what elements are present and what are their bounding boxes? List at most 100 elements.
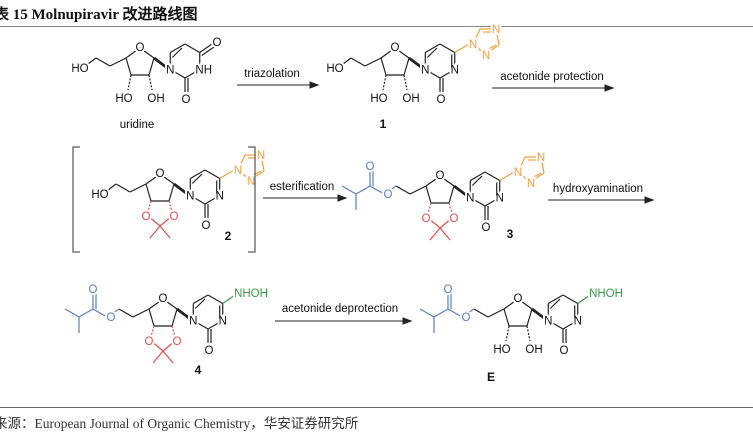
carbonyl-oxygen: O [213,37,222,49]
hydroxyl: OH [525,344,542,356]
ring-nitrogen: N [189,316,197,328]
ester-oxygen: O [384,189,393,201]
bond [429,227,441,241]
bond [159,214,174,227]
bond [127,74,132,91]
source-note: 来源：European Journal of Organic Chemistry… [0,416,359,431]
bond [517,171,531,183]
bond [439,68,456,79]
carbonyl-oxygen: O [202,220,211,232]
bond [162,298,178,310]
bond [153,56,171,72]
reagent-acetonide-deprotection: acetonide deprotection [282,303,398,315]
bond [409,185,427,195]
ring-nh: NH [195,65,212,77]
bond [139,47,155,59]
bond [425,185,432,204]
arrow-head [644,196,655,204]
bond [95,57,111,67]
compound-label-4: 4 [195,363,202,377]
bond [484,44,500,55]
hydroxyl: HO [91,189,108,201]
bond [503,298,519,310]
bond [342,57,352,65]
ring-oxygen: O [159,293,168,305]
bond [540,156,545,174]
reagent-triazolation: triazolation [244,68,300,80]
hydroxyl: OH [147,93,164,105]
bond [149,225,161,239]
hydroxyl: HO [370,93,387,105]
triazole-nitrogen: N [527,178,535,190]
bond [395,185,411,195]
bond [403,74,408,91]
compound-label-1: 1 [380,117,387,131]
compound-label-E: E [487,370,495,384]
bond [419,308,435,318]
triazole-nitrogen: N [257,150,265,162]
ring-oxygen: O [156,168,165,180]
hydroxyl: HO [115,93,132,105]
bond [408,56,426,72]
bond [92,308,108,318]
triazole-nitrogen: N [247,176,255,188]
carbonyl-oxygen: O [89,284,98,296]
compound-label-uridine: uridine [120,119,155,131]
bond [469,171,486,182]
bond [171,47,183,58]
compound-label-3: 3 [507,227,514,241]
bond [146,200,152,216]
bond [472,28,481,45]
bond [517,298,533,310]
bond [106,308,120,318]
acetonide-oxygen: O [145,336,154,348]
bond [176,307,194,323]
bond [132,308,150,318]
bond [526,325,531,342]
bond [149,325,155,341]
bond [152,350,164,364]
bond [473,308,489,318]
ring-nitrogen: N [466,193,474,205]
bond [146,214,161,227]
carbonyl-oxygen: O [366,161,375,173]
bond [222,294,236,304]
bond [78,308,94,318]
bond [184,43,201,54]
bond [341,185,357,195]
bond [472,43,486,55]
bond [484,171,501,182]
bond [125,57,132,76]
ring-nitrogen: N [166,65,174,77]
ring-oxygen: O [514,293,523,305]
bond [194,298,206,309]
bond [484,44,497,52]
bond [184,68,201,79]
bond [394,47,410,59]
triazole-nitrogen: N [234,165,242,177]
bond [562,294,579,305]
bond [109,57,127,67]
bond [199,43,213,53]
bond [87,57,97,65]
bond [505,325,510,342]
bond [204,194,221,205]
bond [118,308,134,318]
bond [125,47,141,59]
bond [189,194,206,205]
hydroxyl: HO [71,63,88,75]
triazole-nitrogen: N [537,152,545,164]
bond [426,47,438,58]
ring-nitrogen: N [186,191,194,203]
bond [484,196,501,207]
bond [145,183,152,202]
bond [149,339,164,352]
bond [204,169,221,180]
bond [439,227,451,241]
arrow-head [309,81,320,89]
bond [355,185,371,195]
